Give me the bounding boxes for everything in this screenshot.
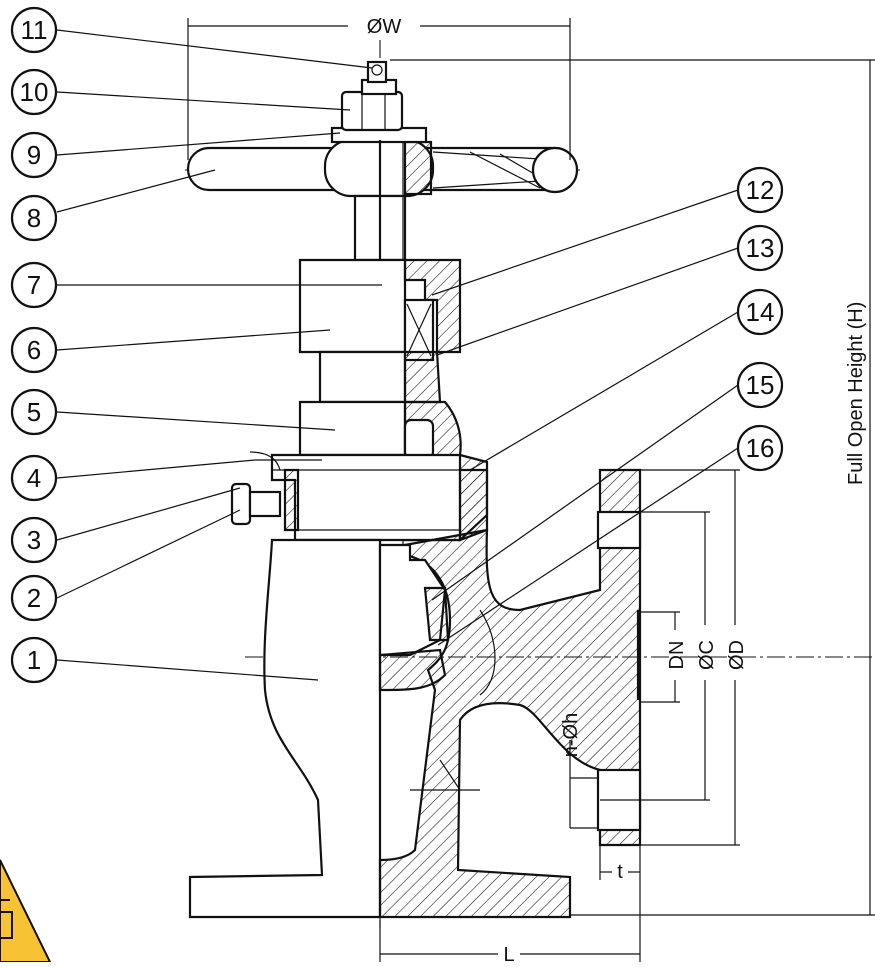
- svg-text:12: 12: [746, 175, 775, 205]
- bonnet-bolt: [230, 451, 282, 526]
- callout-5: 5: [10, 388, 58, 436]
- stem-nut: [330, 60, 428, 144]
- svg-text:5: 5: [27, 397, 41, 427]
- svg-text:14: 14: [746, 297, 775, 327]
- callout-13: 13: [736, 224, 784, 272]
- callout-7: 7: [10, 261, 58, 309]
- svg-text:9: 9: [27, 140, 41, 170]
- valve-disc: [378, 543, 450, 692]
- warning-sign-icon: [0, 859, 52, 963]
- handwheel: [186, 138, 579, 198]
- callout-1: 1: [10, 636, 58, 684]
- dim-bolt-circle: ØC: [696, 640, 718, 670]
- callout-9: 9: [10, 131, 58, 179]
- dim-dn: DN: [666, 641, 688, 670]
- yoke-gland: [298, 258, 462, 404]
- svg-text:6: 6: [27, 335, 41, 365]
- callout-6: 6: [10, 326, 58, 374]
- svg-text:11: 11: [21, 15, 48, 45]
- callout-8: 8: [10, 194, 58, 242]
- dim-flange-diameter: ØD: [726, 640, 748, 670]
- callout-10: 10: [10, 68, 58, 116]
- dim-bolt-holes: n-Øh: [560, 713, 582, 757]
- dim-length: L: [503, 944, 514, 962]
- bonnet: [270, 400, 489, 542]
- callout-15: 15: [736, 361, 784, 409]
- svg-text:13: 13: [746, 233, 775, 263]
- body-detail: [410, 759, 480, 791]
- svg-text:4: 4: [27, 463, 41, 493]
- leader-lines: [56, 29, 739, 681]
- svg-text:10: 10: [20, 77, 49, 107]
- svg-text:15: 15: [746, 370, 775, 400]
- dimension-lines: [187, 18, 875, 962]
- svg-text:3: 3: [27, 525, 41, 555]
- svg-text:16: 16: [746, 433, 775, 463]
- callout-14: 14: [736, 288, 784, 336]
- svg-text:1: 1: [27, 645, 41, 675]
- callout-11: 11: [10, 6, 58, 54]
- callout-2: 2: [10, 574, 58, 622]
- callout-4: 4: [10, 454, 58, 502]
- callout-3: 3: [10, 516, 58, 564]
- dim-full-open-height: Full Open Height (H): [845, 302, 867, 485]
- dim-flange-thickness: t: [617, 861, 623, 883]
- valve-body: [188, 468, 642, 919]
- svg-text:7: 7: [27, 270, 41, 300]
- svg-text:2: 2: [27, 583, 41, 613]
- callout-12: 12: [736, 166, 784, 214]
- svg-text:8: 8: [27, 203, 41, 233]
- callout-16: 16: [736, 424, 784, 472]
- dim-handwheel-diameter: ØW: [367, 16, 402, 38]
